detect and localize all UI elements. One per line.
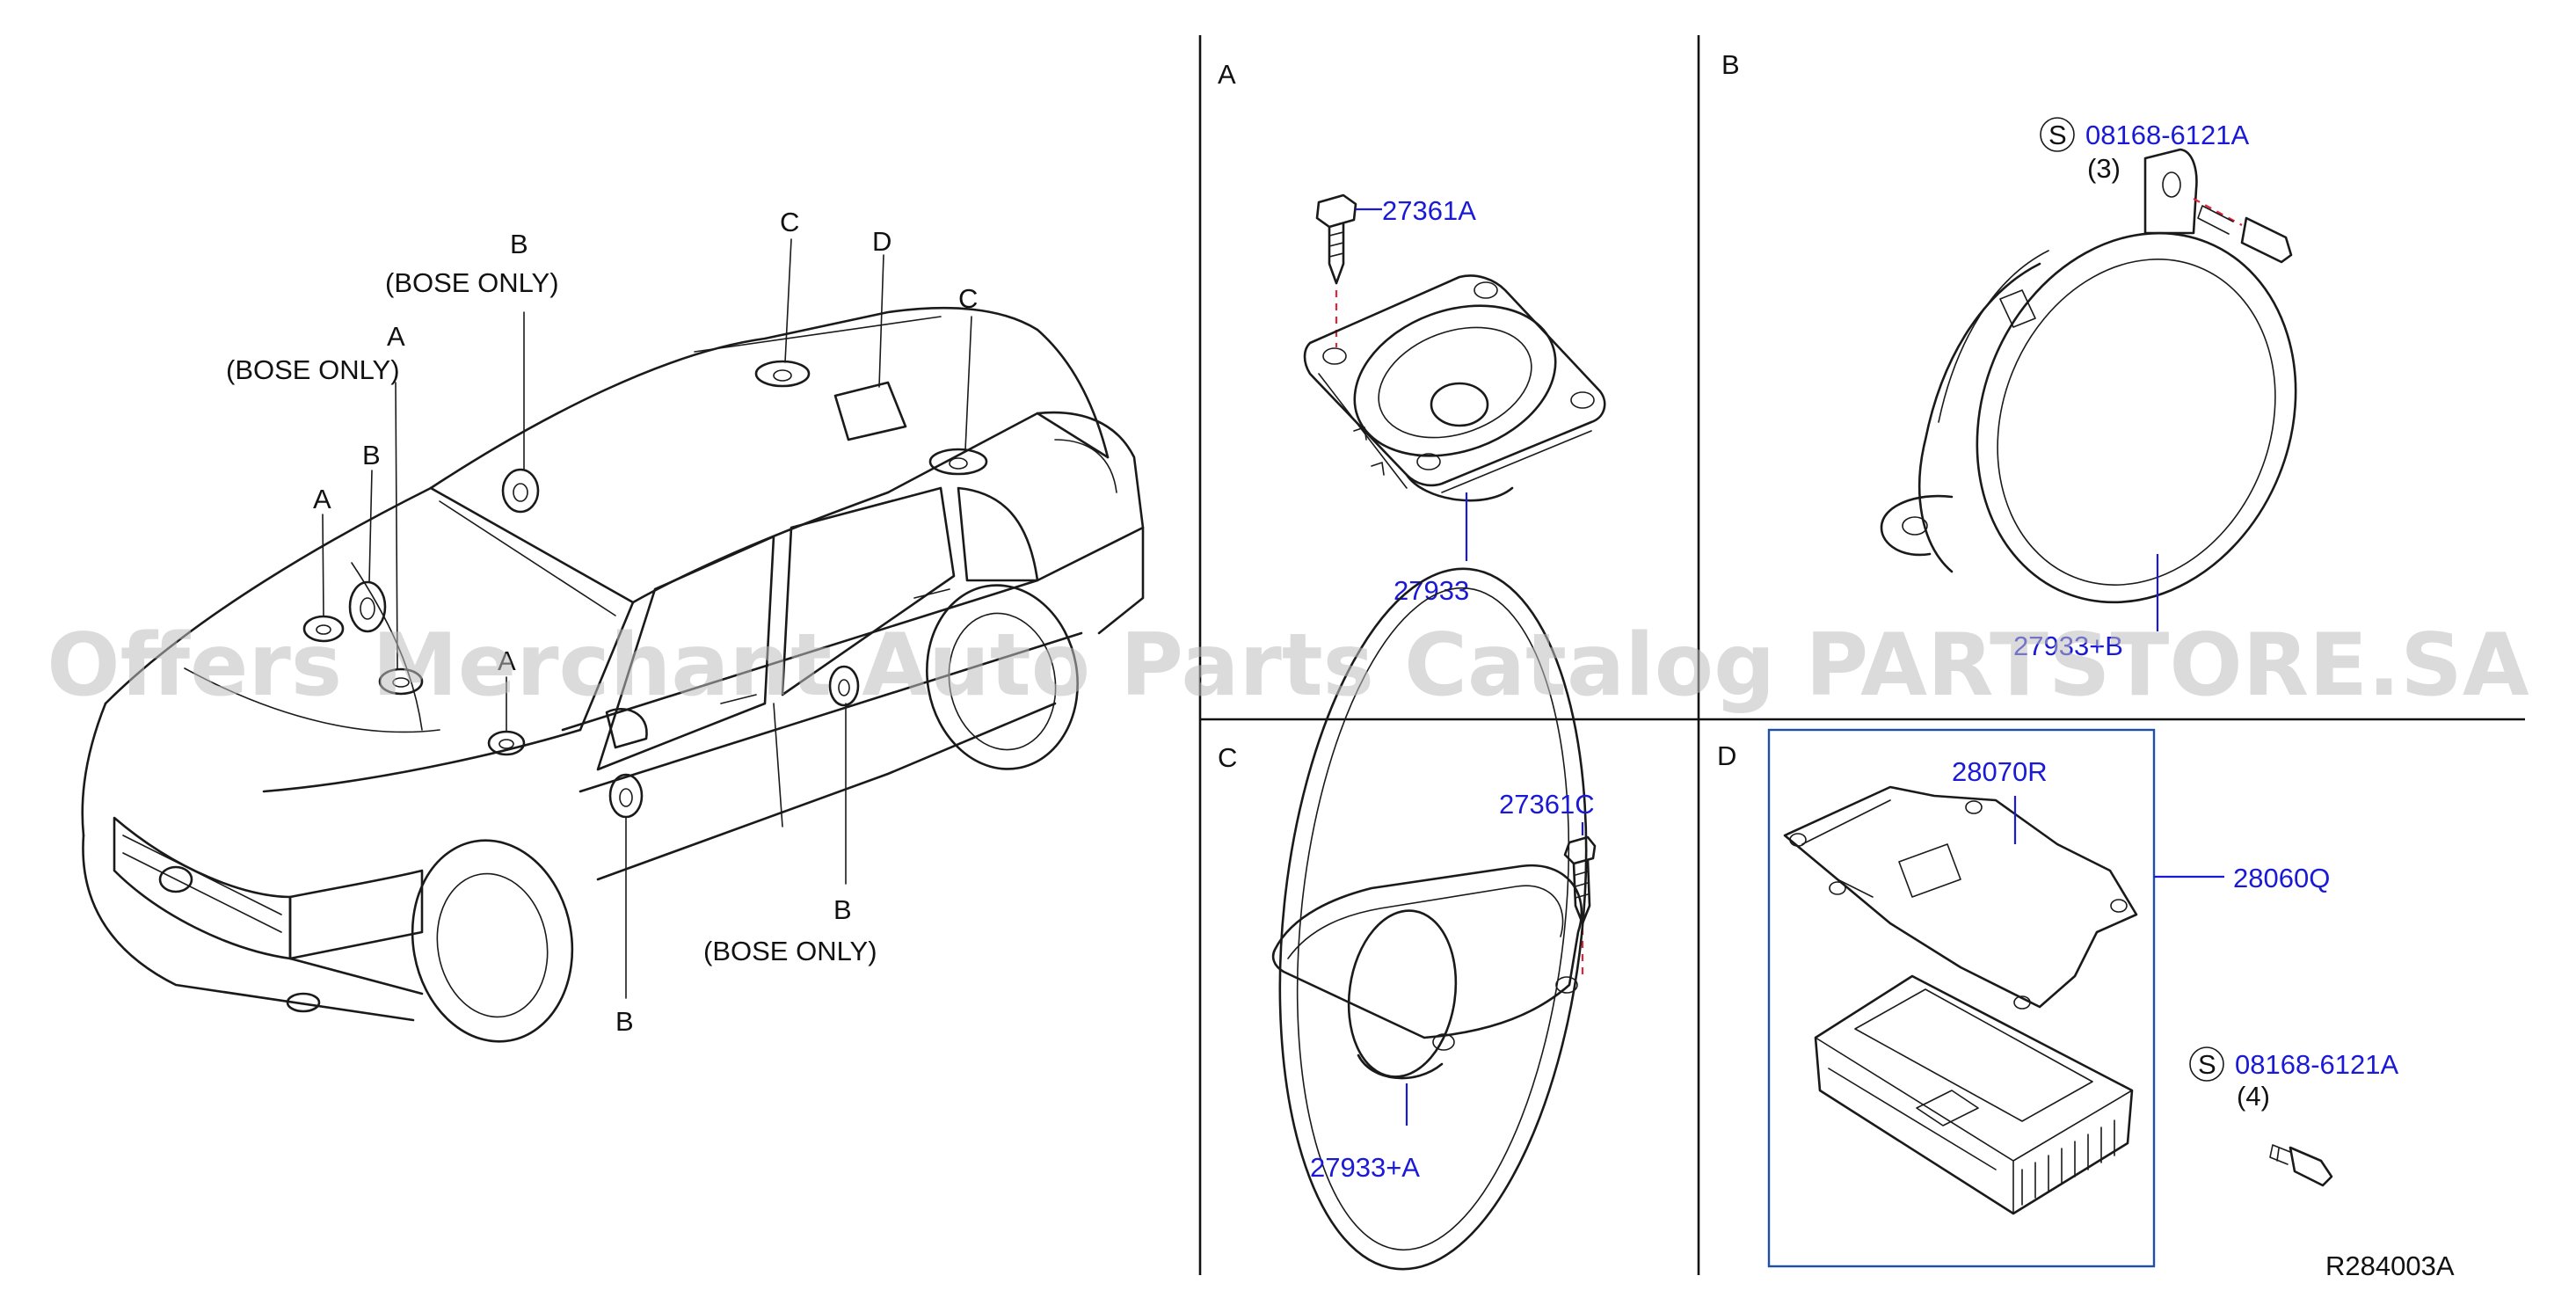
part-number-27361a: 27361A [1382,195,1476,226]
part-number-27933: 27933 [1394,575,1469,606]
panel-letter-d: D [1717,740,1736,771]
car-label-b-bottom: B [615,1006,634,1037]
panel-d-bolt [2269,1144,2333,1187]
part-number-28060q: 28060Q [2233,863,2330,893]
panel-letter-c: C [1218,742,1237,773]
part-number-27933-b: 27933+B [2013,631,2123,661]
panel-letter-b: B [1721,49,1740,80]
part-number-27361c: 27361C [1499,789,1595,820]
car-label-a-left: A [313,484,331,514]
part-number-08168-6121a-b: 08168-6121A [2085,120,2249,150]
panel-c-ring-outline [1278,567,1588,1271]
panel-a-tweeter [1303,193,1606,502]
car-label-b-bose-note: (BOSE ONLY) [385,267,559,298]
car-label-a-bose: A [387,321,405,352]
s-mark-circle-b [2040,117,2075,152]
part-number-28070r: 28070R [1952,756,2048,787]
panel-dividers [1198,35,2525,1275]
diagram-code: R284003A [2325,1250,2455,1281]
panel-letter-a: A [1218,59,1236,90]
panel-c-speaker [1271,835,1597,1080]
car-label-b-door-bose-note: (BOSE ONLY) [703,936,877,966]
car-label-a-bose-note: (BOSE ONLY) [226,354,400,385]
s-mark-circle-d [2189,1046,2224,1082]
car-label-c-left: C [780,207,799,237]
watermark-text: Offers Merchant Auto Parts Catalog PARTS… [47,616,2529,716]
s-mark-d: S [2198,1049,2216,1080]
s-mark-b: S [2048,120,2067,150]
panel-b-speaker [1880,148,2297,604]
panel-d-amplifier [1814,974,2134,1215]
car-label-b-left: B [362,440,381,470]
car-label-a-mid: A [498,645,516,676]
car-label-c-right: C [958,283,978,314]
car-label-b-door-bose: B [833,894,852,925]
part-number-08168-6121a-d: 08168-6121A [2235,1049,2398,1080]
car-illustration [81,306,1145,1043]
part-qty-d: (4) [2237,1081,2270,1112]
car-label-b-bose: B [510,229,528,259]
panel-d-assembly-box [1767,728,2156,1268]
part-qty-b: (3) [2087,153,2121,184]
panel-d-bracket [1783,785,2138,1010]
car-label-d: D [872,226,891,257]
car-leader-lines [322,238,972,999]
part-number-27933-a: 27933+A [1310,1152,1420,1183]
car-speakers [302,360,988,819]
